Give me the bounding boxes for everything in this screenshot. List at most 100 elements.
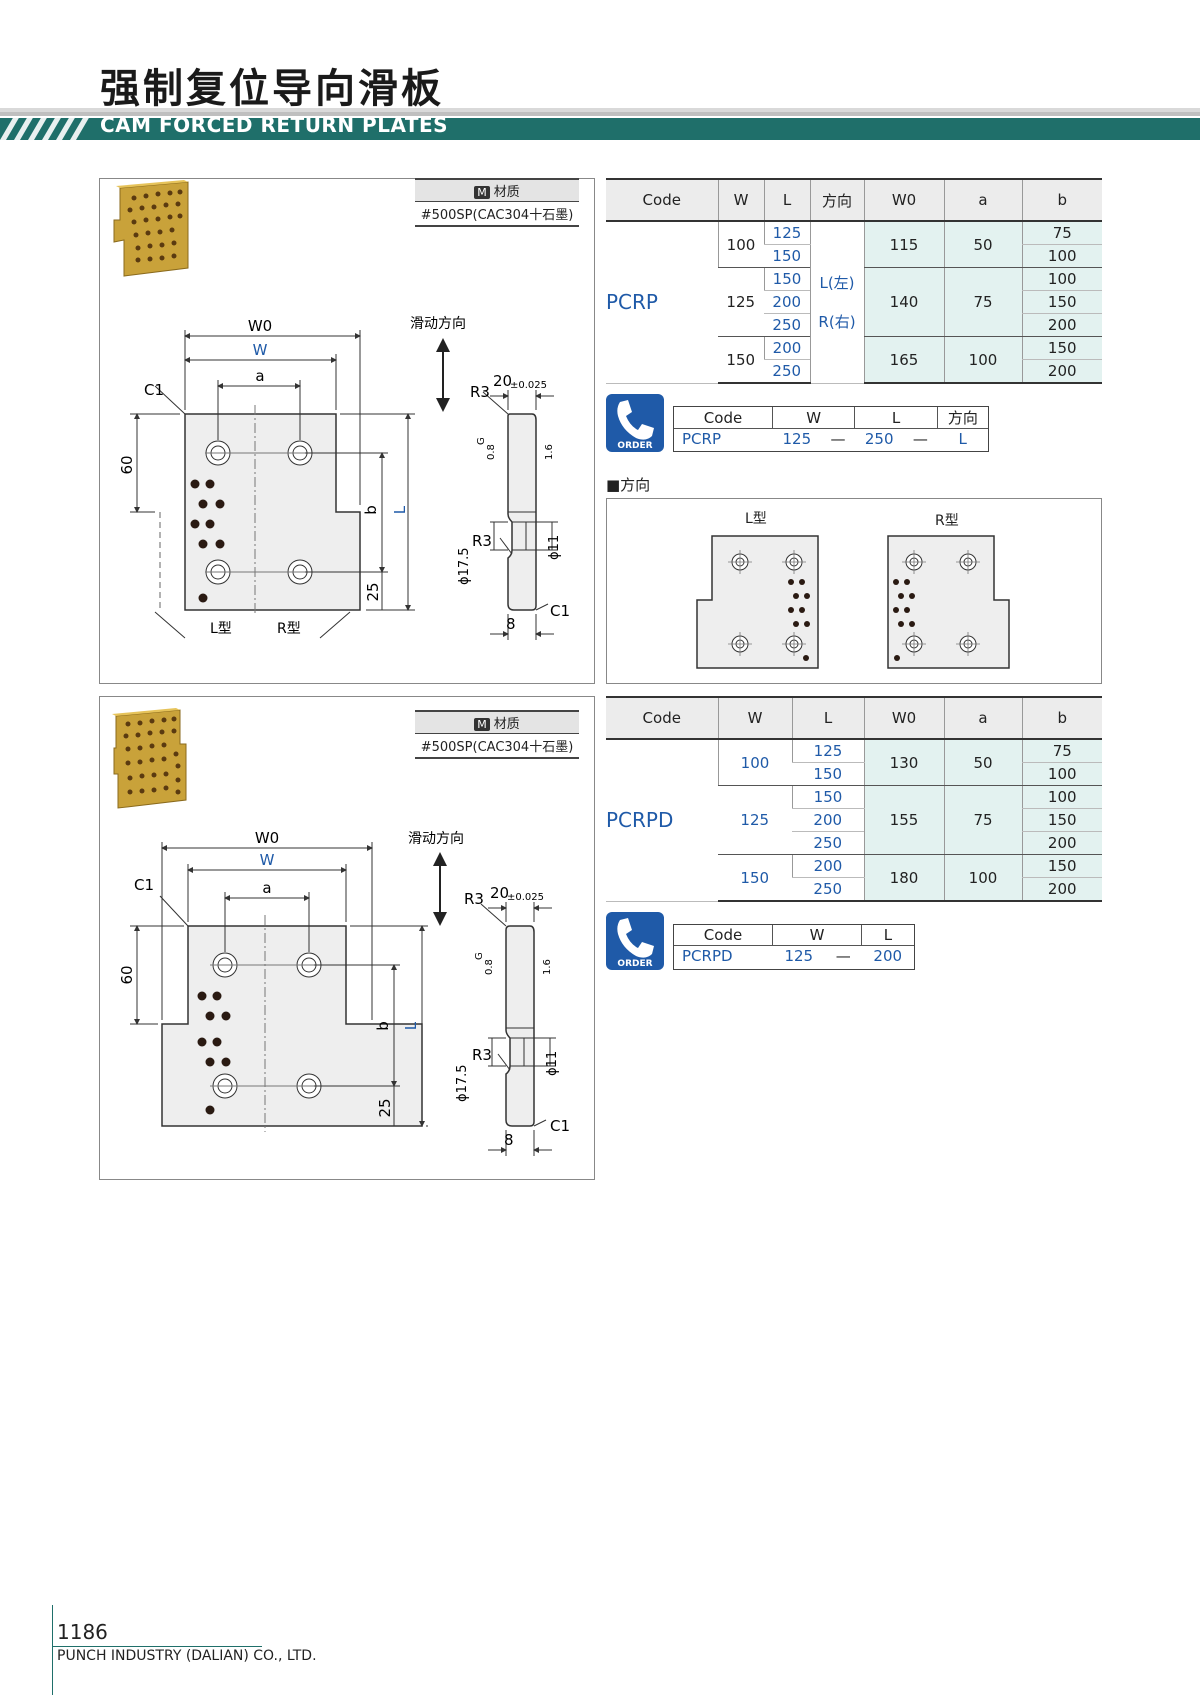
label-slide-direction: 滑动方向 [410,315,466,332]
dim-c1-side: C1 [550,1117,570,1135]
header-l: L [791,696,864,740]
a-cell: 75 [943,785,1022,855]
direction-l-label: L型 [745,511,767,527]
b-cell: 200 [1021,831,1102,855]
order-w: 125 [784,947,814,965]
dim-c1: C1 [134,876,154,894]
dim-tolerance: ±0.025 [510,380,547,391]
l-cell: 125 [791,739,864,763]
page-title: 强制复位导向滑板 [100,66,444,112]
footer-divider-horizontal [52,1646,262,1647]
b-cell: 100 [1021,244,1102,268]
dir-r: R(右) [818,313,856,332]
dim-a: a [262,879,271,897]
direction-diagram [696,535,1010,669]
order-dash: — [830,430,846,448]
footer-divider-vertical [52,1605,53,1695]
w0-cell: 130 [863,739,944,786]
dim-thickness-20: 20 [490,884,509,902]
w0-cell: 140 [863,267,944,337]
label-slide-direction: 滑动方向 [408,830,464,847]
material-value: #500SP(CAC304十石墨) [420,740,574,755]
a-cell: 75 [943,267,1022,337]
l-cell: 250 [764,313,810,337]
l-cell: 200 [764,290,810,314]
b-cell: 200 [1021,313,1102,337]
header-w0: W0 [863,178,944,222]
header-a: a [943,696,1022,740]
roughness-08: 0.8 [486,444,497,460]
w0-cell: 180 [863,854,944,902]
dim-a: a [255,367,264,385]
order-header-w: W [772,925,862,946]
a-cell: 50 [943,221,1022,268]
dim-60: 60 [118,965,136,984]
pcrpd-order-example: Code W L PCRPD 125 — 200 [673,924,915,970]
direction-title: ■方向 [606,476,651,494]
title-banner [0,108,1200,140]
b-cell: 150 [1021,808,1102,832]
header-a: a [943,178,1022,222]
w0-cell: 155 [863,785,944,855]
b-cell: 150 [1021,336,1102,360]
pcrp-order-example: Code W L 方向 PCRP 125 — 250 — L [673,406,989,452]
roughness-16: 1.6 [542,959,553,975]
b-cell: 200 [1021,877,1102,902]
a-cell: 50 [943,739,1022,786]
l-cell: 150 [764,244,810,268]
dim-d11: ϕ11 [545,1051,560,1076]
l-cell: 200 [763,336,810,360]
header-b: b [1021,178,1102,222]
pcrpd-order-icon[interactable]: ORDER [606,912,664,970]
order-code: PCRP [682,430,721,448]
label-r-type: R型 [277,621,301,637]
dim-d175: ϕ17.5 [457,547,472,585]
order-w: 125 [782,430,812,448]
dim-l: L [402,1021,420,1030]
header-code: Code [606,178,718,222]
header-w0: W0 [863,696,944,740]
dim-b: b [362,505,380,515]
dim-25: 25 [364,582,382,601]
dim-c1: C1 [144,381,164,399]
direction-cell: L(左) R(右) [809,221,864,384]
dir-l: L(左) [819,274,855,293]
order-l: 200 [873,947,903,965]
dim-8: 8 [504,1131,514,1149]
dim-25: 25 [376,1098,394,1117]
roughness-g: G [474,952,485,960]
dim-l: L [391,505,409,514]
b-cell: 100 [1021,785,1102,809]
l-cell: 125 [763,221,810,245]
w-cell: 150 [718,854,792,902]
direction-panel [606,498,1102,684]
a-cell: 100 [943,854,1022,902]
pcrpd-product-photo [112,708,187,809]
dim-w: W [253,341,268,359]
dim-tolerance: ±0.025 [507,892,544,903]
l-cell: 250 [792,831,864,855]
header-w: W [717,178,764,222]
material-value: #500SP(CAC304十石墨) [420,208,574,223]
dim-8: 8 [506,615,516,633]
order-header-direction: 方向 [936,407,988,429]
pcrpd-spec-table: Code W L W0 a b PCRPD 100 125 130 50 75 … [606,696,1102,902]
pcrpd-technical-drawing: W0 W a C1 60 b L 25 滑动方向 R3 20 ±0.025 G … [118,829,570,1156]
order-header-w: W [771,407,855,429]
pcrp-order-icon[interactable]: ORDER [606,394,664,452]
w-cell: 100 [717,221,764,268]
code-cell: PCRP [606,221,718,384]
b-cell: 100 [1021,762,1102,786]
material-icon: M [474,718,490,731]
phone-icon: ORDER [617,400,654,451]
roughness-16: 1.6 [544,444,555,460]
dim-w0: W0 [255,829,279,847]
a-cell: 100 [943,336,1022,384]
material-label: 材质 [493,185,520,200]
header-l: L [763,178,810,222]
header-b: b [1021,696,1102,740]
l-cell: 150 [763,267,810,291]
material-label: 材质 [493,717,520,732]
